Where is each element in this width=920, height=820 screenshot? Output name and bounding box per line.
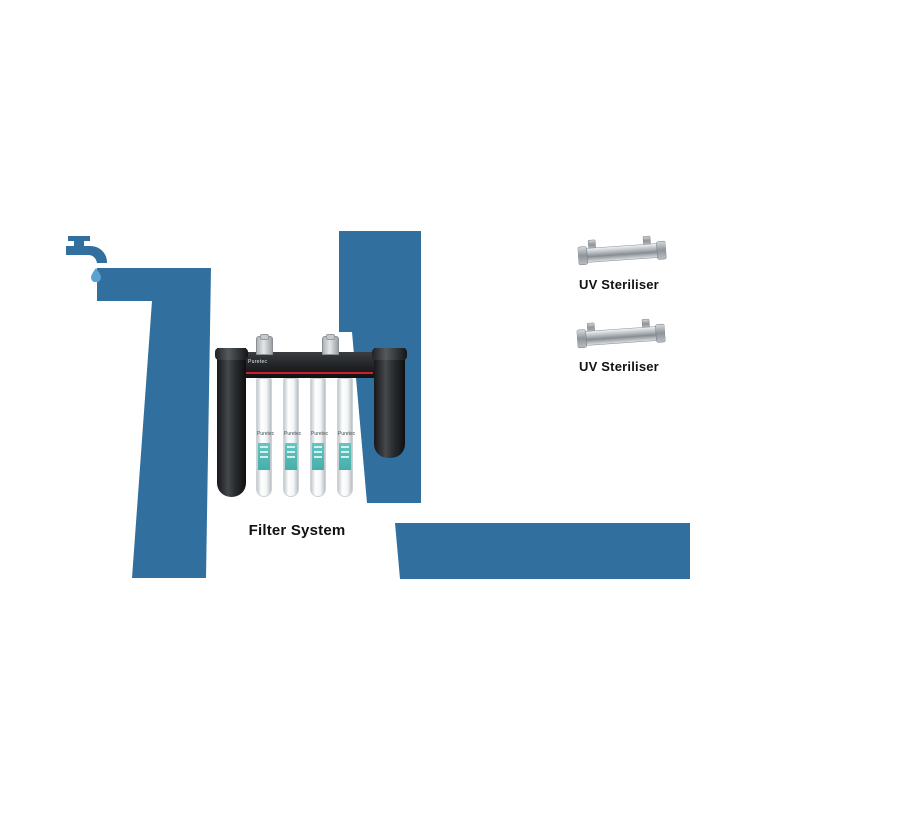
mounting-cap [256, 334, 273, 355]
faucet-icon [66, 236, 107, 282]
faucet-body [66, 236, 107, 263]
filter-cartridge: Puretec [283, 378, 302, 497]
uv-unit-image [577, 235, 667, 266]
water-drop-icon [91, 268, 101, 282]
cartridge-brand-text: Puretec [338, 431, 356, 437]
cartridge-label-band [258, 443, 270, 470]
uv-unit-label: UV Steriliser [579, 359, 659, 374]
cartridge-brand-text: Puretec [257, 431, 275, 437]
uv-end-cap [655, 323, 666, 343]
cartridge-label-band [285, 443, 297, 470]
filter-cartridge: Puretec [256, 378, 275, 497]
cartridge-brand-text: Puretec [311, 431, 329, 437]
blue-banner-shape [395, 523, 690, 579]
uv-end-cap [577, 246, 588, 266]
blue-shape-left [97, 268, 211, 578]
filter-left-housing [215, 348, 248, 497]
bridge-brand-text: Puretec [248, 359, 268, 365]
filter-system-label: Filter System [248, 522, 346, 539]
mounting-cap [322, 334, 339, 355]
filter-cartridge: Puretec [310, 378, 329, 497]
uv-unit-image [576, 318, 666, 349]
uv-unit-label: UV Steriliser [579, 277, 659, 292]
cartridge-brand-text: Puretec [284, 431, 302, 437]
filter-bridge: Puretec [241, 352, 377, 378]
uv-end-cap [576, 329, 587, 349]
filter-system-image: Puretec Puretec Puretec Puretec Puretec [215, 333, 407, 511]
uv-end-cap [656, 240, 667, 260]
cartridge-label-band [339, 443, 351, 470]
cartridge-label-band [312, 443, 324, 470]
filter-cartridge: Puretec [337, 378, 356, 497]
filter-right-housing [372, 348, 407, 458]
